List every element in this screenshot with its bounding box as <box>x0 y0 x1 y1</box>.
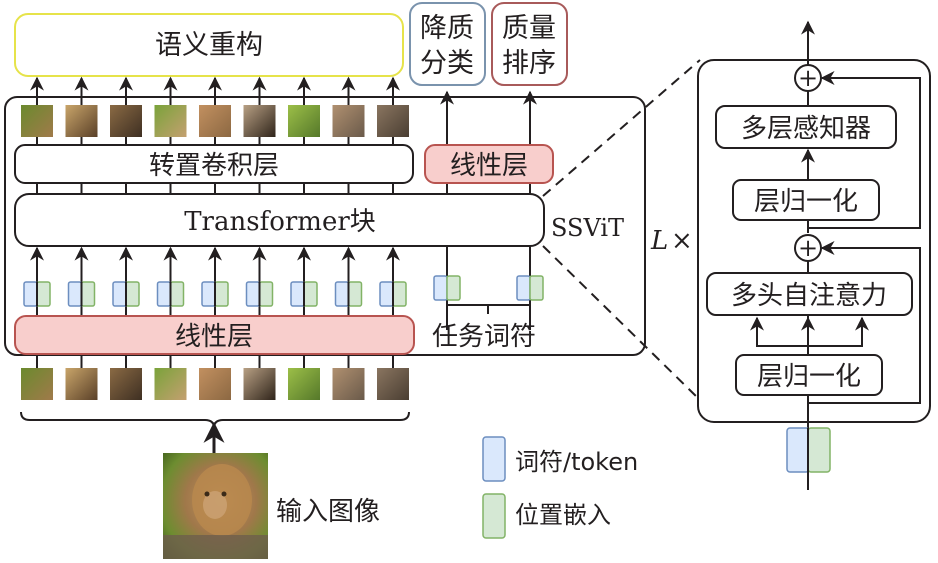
reconstructed-patch <box>154 105 187 137</box>
reconstructed-patch <box>21 105 53 137</box>
reconstructed-patch <box>110 105 142 137</box>
transposed-conv-layer <box>14 144 414 184</box>
multi-head-attention-label: 多头自注意力 <box>731 281 887 311</box>
patch-columns <box>21 76 409 400</box>
semantic-reconstruction-label: 语义重构 <box>155 30 263 61</box>
linear-layer-head-label: 线性层 <box>450 151 528 181</box>
transformer-detail-container <box>697 59 931 423</box>
patch-token <box>67 281 83 307</box>
input-patch <box>332 368 365 400</box>
patch-token <box>112 281 127 307</box>
position-embedding <box>258 281 274 307</box>
reconstructed-patch <box>65 105 98 137</box>
input-patch <box>65 368 98 400</box>
semantic-reconstruction-box <box>14 13 404 77</box>
reconstructed-patch <box>332 105 365 137</box>
residual-add-top: + <box>794 64 822 92</box>
linear-layer-embedding-label: 线性层 <box>175 322 253 352</box>
svg-text:+: + <box>798 234 818 262</box>
repeat-times: × <box>671 226 693 256</box>
patch-token <box>334 281 350 307</box>
residual-connection-mlp <box>808 71 921 229</box>
multi-head-attention-box <box>706 272 913 316</box>
legend-token-swatch <box>482 436 506 482</box>
input-patch <box>199 368 231 400</box>
input-patch <box>110 368 142 400</box>
linear-layer-head <box>424 144 554 184</box>
patch-token <box>290 281 305 307</box>
patch-token <box>156 281 172 307</box>
patch-token <box>379 281 394 307</box>
task-token-pair <box>433 275 461 301</box>
mlp-box <box>715 105 897 149</box>
layer-norm-top-label: 层归一化 <box>754 187 858 217</box>
position-embedding <box>303 281 318 307</box>
quality-ranking-box <box>491 2 568 86</box>
repeat-symbol: L <box>650 226 668 256</box>
residual-add-bottom: + <box>794 234 822 262</box>
reconstructed-patch <box>377 105 409 137</box>
degradation-classification-line1: 降质 <box>420 13 474 44</box>
task-token-pair <box>516 275 544 301</box>
input-patch <box>288 368 320 400</box>
input-patch <box>243 368 276 400</box>
residual-connection-attention <box>808 241 921 404</box>
reconstructed-patch <box>199 105 231 137</box>
svg-text:+: + <box>798 64 818 92</box>
input-patch <box>154 368 187 400</box>
transformer-block <box>14 193 545 247</box>
patch-token <box>201 281 216 307</box>
ssvit-label: SSViT <box>551 214 624 242</box>
layer-norm-bottom-label: 层归一化 <box>757 362 861 392</box>
position-embedding <box>125 281 140 307</box>
zoom-line-top <box>542 59 701 197</box>
position-embedding <box>36 281 51 307</box>
legend-token-label: 词符/token <box>515 448 638 476</box>
block-input-token <box>786 427 831 490</box>
linear-layer-embedding <box>14 315 415 355</box>
input-image <box>163 453 268 559</box>
legend: 词符/token 位置嵌入 <box>482 436 638 539</box>
layer-norm-bottom <box>735 354 883 396</box>
transformer-block-label: Transformer块 <box>184 207 376 237</box>
degradation-classification-line2: 分类 <box>420 48 474 79</box>
legend-position-swatch <box>482 493 506 539</box>
position-embedding <box>392 281 407 307</box>
input-patch <box>21 368 53 400</box>
legend-position-label: 位置嵌入 <box>515 501 611 529</box>
position-embedding <box>169 281 185 307</box>
reconstructed-patch <box>288 105 320 137</box>
input-patch <box>377 368 409 400</box>
position-embedding <box>214 281 229 307</box>
position-embedding <box>80 281 96 307</box>
mlp-label: 多层感知器 <box>741 114 871 144</box>
input-image-label: 输入图像 <box>276 497 380 527</box>
patch-token <box>23 281 38 307</box>
patch-token <box>245 281 261 307</box>
quality-ranking-line2: 排序 <box>502 48 556 79</box>
degradation-classification-box <box>409 2 486 86</box>
position-embedding <box>347 281 363 307</box>
transposed-conv-label: 转置卷积层 <box>149 151 279 181</box>
quality-ranking-line1: 质量 <box>502 13 556 44</box>
zoom-line-bottom <box>542 245 701 401</box>
layer-norm-top <box>732 179 880 221</box>
task-tokens-label: 任务词符 <box>432 322 536 352</box>
reconstructed-patch <box>243 105 276 137</box>
